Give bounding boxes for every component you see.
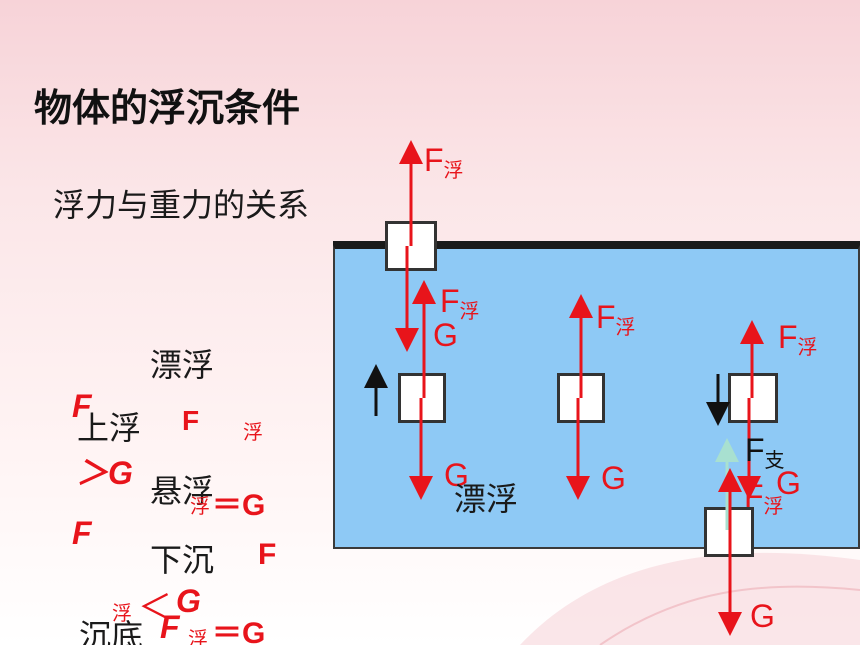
label-support-F: F支 (745, 432, 785, 472)
label-suspended-F: F浮 (596, 299, 636, 339)
cond-xuanfu-fu: 浮 (190, 494, 210, 518)
cond-fu: 浮 (243, 420, 263, 444)
label-rising-F: F浮 (440, 283, 480, 323)
subtitle: 浮力与重力的关系 (53, 186, 310, 224)
cond-xiachen-F: F (72, 515, 92, 551)
cond-F: F (182, 405, 200, 436)
label-floating-G: G (433, 317, 458, 353)
page-title: 物体的浮沉条件 (34, 86, 301, 130)
label-suspended-G: G (601, 460, 626, 496)
cond-shangfu-F: F (72, 388, 92, 424)
label-rising-G: G (444, 457, 469, 493)
cond-lt: ＜ (138, 588, 172, 628)
cond-gt-G: ＞G (76, 455, 133, 491)
label-bottom-G: G (750, 598, 775, 634)
water-surface (333, 241, 860, 245)
state-shangfu: 上浮 (77, 409, 142, 447)
label-bottom-F: F浮 (744, 478, 784, 518)
cond-xiachen-F2: F (258, 538, 277, 571)
state-xuanfu: 悬浮 (150, 472, 215, 510)
cond-lt-G: G (176, 583, 201, 619)
label-sinking-G: G (776, 465, 801, 501)
label-sinking-F: F浮 (778, 319, 818, 359)
cond-chendi-fu: 浮 (188, 627, 208, 645)
label-floating-F: F浮 (424, 142, 464, 182)
state-chendi: 沉底 (79, 617, 144, 645)
cond-xiachen-fu: 浮 (112, 601, 132, 625)
cond-eq-G: ＝G (212, 489, 266, 522)
state-xiachen: 下沉 (150, 541, 215, 579)
state-piaofu: 漂浮 (150, 346, 215, 384)
cond-chendi-F: F (160, 609, 180, 645)
water-label: 漂浮 (454, 480, 519, 518)
cond-chendi-eq-G: ＝G (212, 617, 266, 645)
